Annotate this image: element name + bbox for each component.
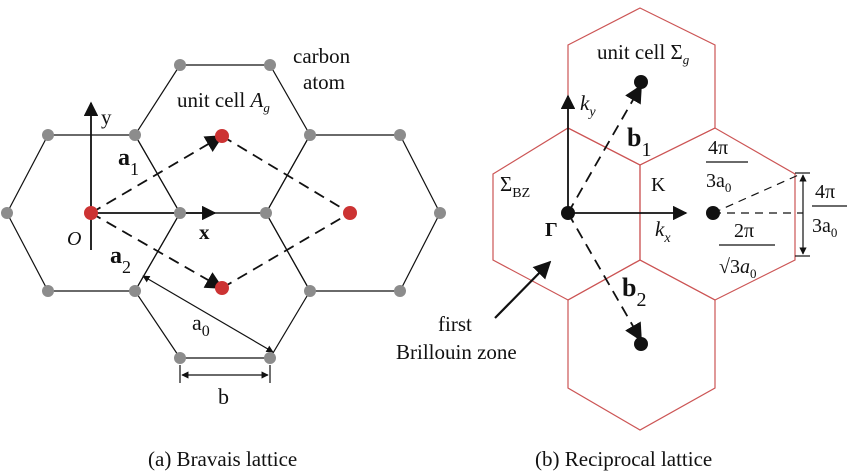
lattice-point-origin xyxy=(84,206,98,220)
gamma-label: Γ xyxy=(545,219,558,241)
fraction-4pi-3a0-right: 4π 3a0 xyxy=(812,181,847,240)
b2-label: b2 xyxy=(622,273,646,311)
a0-label: a0 xyxy=(192,310,210,340)
carbon-label-2: atom xyxy=(303,70,345,94)
a1-label: a1 xyxy=(118,145,139,179)
carbon-atom xyxy=(434,207,446,219)
reciprocal-point xyxy=(634,337,648,351)
fraction-2pi-sqrt3a0: 2π √3a0 xyxy=(719,220,775,281)
unit-cell-label-b: unit cell Σg xyxy=(597,40,690,67)
carbon-atoms xyxy=(1,59,446,364)
reciprocal-point xyxy=(634,75,648,89)
carbon-atom xyxy=(394,129,406,141)
carbon-atom xyxy=(304,285,316,297)
carbon-atom xyxy=(129,285,141,297)
b-label: b xyxy=(218,384,229,409)
reciprocal-hexagons xyxy=(492,7,796,431)
carbon-atom xyxy=(174,207,186,219)
svg-text:3a0: 3a0 xyxy=(706,170,731,195)
b-dimension xyxy=(179,365,271,383)
carbon-atom xyxy=(129,129,141,141)
svg-text:2π: 2π xyxy=(734,220,754,242)
first-bz-pointer xyxy=(494,260,552,319)
carbon-atom xyxy=(42,285,54,297)
sigma-bz-label: ΣBZ xyxy=(500,172,530,201)
k-dimension xyxy=(795,172,810,257)
gamma-point xyxy=(561,206,575,220)
x-axis-label: x xyxy=(199,220,210,244)
carbon-atom xyxy=(174,352,186,364)
caption-b: (b) Reciprocal lattice xyxy=(535,447,712,471)
unit-cell-label-a: unit cell Ag xyxy=(177,88,270,115)
axes-a xyxy=(83,101,217,250)
k-point-guides xyxy=(712,172,804,214)
panel-b: unit cell Σg ky kx b1 b2 ΣBZ K Γ first B… xyxy=(396,7,847,471)
reciprocal-vectors xyxy=(567,84,642,342)
carbon-atom xyxy=(260,207,272,219)
reciprocal-points xyxy=(561,75,720,351)
kx-label: kx xyxy=(655,217,671,246)
carbon-atom xyxy=(174,59,186,71)
lattice-point xyxy=(215,281,229,295)
origin-label: O xyxy=(67,228,81,250)
carbon-label-1: carbon xyxy=(293,44,351,68)
first-bz-label-2: Brillouin zone xyxy=(396,340,517,364)
lattice-points xyxy=(84,129,357,295)
axes-b xyxy=(560,94,688,221)
a2-label: a2 xyxy=(110,243,131,277)
carbon-atom xyxy=(42,129,54,141)
carbon-atom xyxy=(264,59,276,71)
carbon-atom xyxy=(1,207,13,219)
hex-bottom xyxy=(567,259,716,431)
reciprocal-point xyxy=(706,206,720,220)
first-bz-label-1: first xyxy=(438,312,472,336)
a0-dimension xyxy=(142,275,274,353)
ky-label: ky xyxy=(580,91,596,120)
svg-text:4π: 4π xyxy=(815,181,835,203)
y-axis-label: y xyxy=(101,105,112,129)
lattice-point xyxy=(215,129,229,143)
svg-text:4π: 4π xyxy=(708,137,728,159)
lattice-point xyxy=(343,206,357,220)
carbon-atom xyxy=(264,352,276,364)
caption-a: (a) Bravais lattice xyxy=(148,447,297,471)
carbon-atom xyxy=(394,285,406,297)
svg-text:3a0: 3a0 xyxy=(812,215,837,240)
fraction-4pi-3a0-left: 4π 3a0 xyxy=(706,137,748,195)
unit-cell-dashed xyxy=(90,135,351,289)
panel-a: carbon atom unit cell Ag y x O a1 a2 a0 … xyxy=(1,44,446,471)
carbon-atom xyxy=(304,129,316,141)
svg-text:√3a0: √3a0 xyxy=(719,256,756,281)
b1-label: b1 xyxy=(627,123,651,161)
K-label: K xyxy=(651,174,666,196)
